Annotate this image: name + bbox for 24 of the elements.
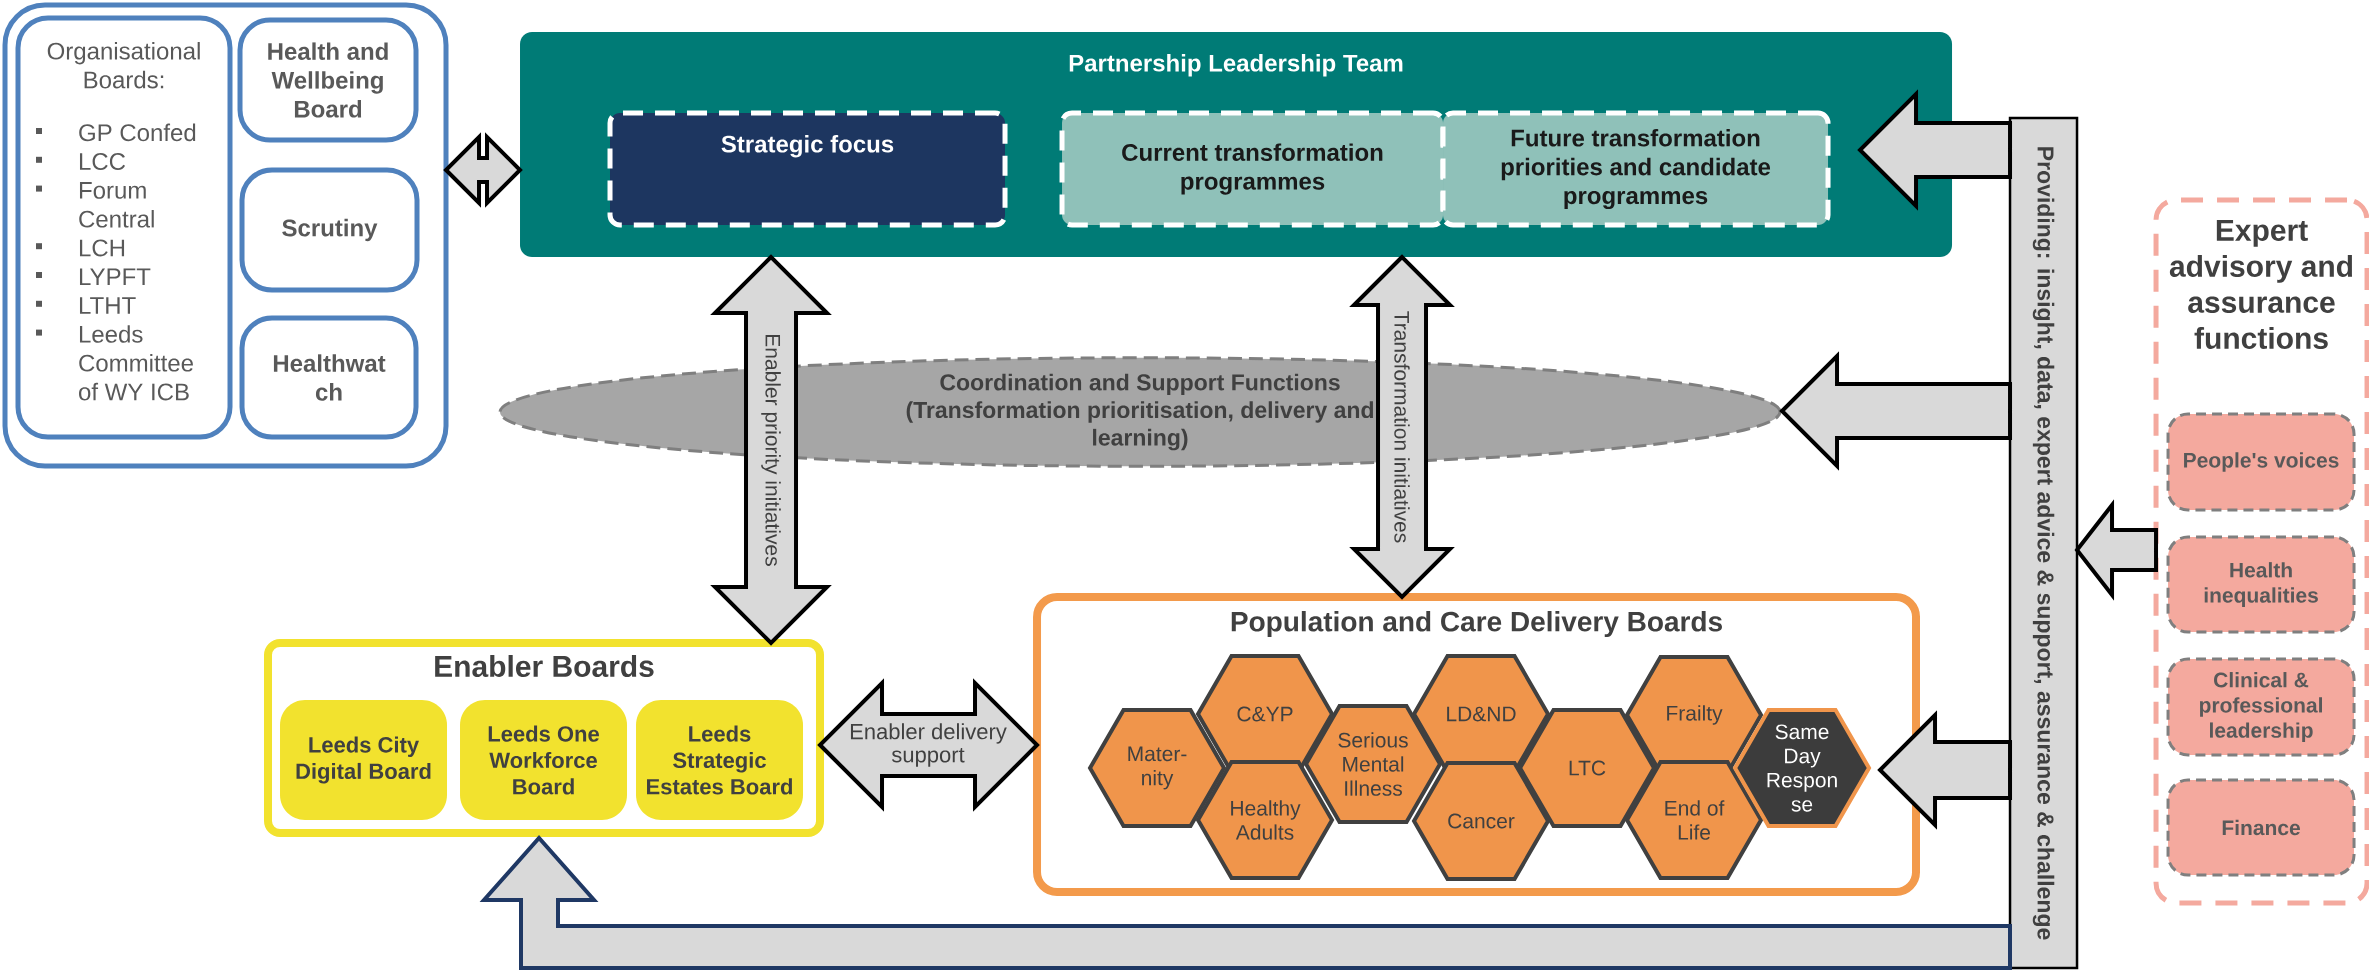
side-bar: Providing: insight, data, expert advice & support, assurance & challenge [2008,116,2079,970]
board-box: Healthwat ch [239,315,419,440]
function-box: Clinical & professional leadership [2166,657,2356,757]
programme-box: Future transformation priorities and candidate programmes [1440,110,1831,228]
function-box: Health inequalities [2166,535,2356,634]
block-arrow [1877,710,2013,830]
function-box: Finance [2166,778,2356,877]
block-arrow [479,835,2013,970]
programme-box: Current transformation programmes [1059,110,1446,228]
board-box: Leeds City Digital Board [280,700,447,820]
board-box: Scrutiny [239,167,420,293]
list-box: Organisational Boards: GP Confed LCC Forum Central LCH LYPFT LTHT Leeds Committee of WY ICB [15,15,233,440]
board-box: Health and Wellbeing Board [237,17,419,143]
group-box [2,2,449,469]
board-box: Leeds Strategic Estates Board [636,700,803,820]
block-arrow [1779,351,2013,471]
focus-box: Strategic focus [607,110,1008,228]
board-box: Leeds One Workforce Board [460,700,627,820]
edge-label: Enabler delivery support [850,723,1007,767]
hexagon: End of Life [1624,760,1764,881]
block-arrow [1857,89,2013,211]
function-box: People's voices [2166,412,2356,512]
block-arrow [2074,499,2159,601]
hexagon: LTC [1517,708,1657,829]
